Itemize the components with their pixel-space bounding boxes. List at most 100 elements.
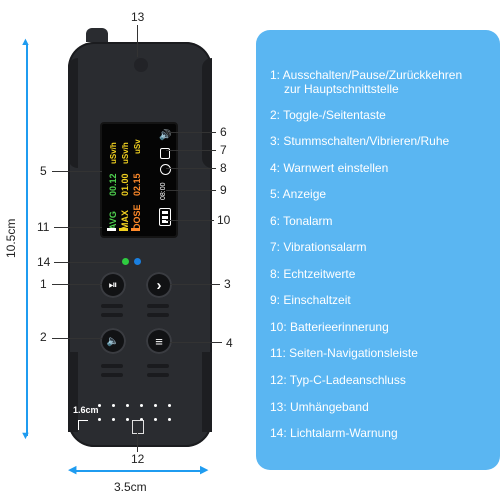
callout-6: 6 (220, 125, 227, 139)
timer-readout: 08:00 (160, 182, 167, 200)
port-dimension-line (78, 420, 88, 421)
nav-segment (107, 228, 116, 231)
height-label: 10.5cm (4, 218, 18, 258)
legend-item-1: 1: Ausschalten/Pause/Zurückkehren (270, 68, 463, 82)
width-dimension-line (76, 470, 204, 472)
speaker-slot (147, 373, 169, 377)
port-dimension-line (78, 420, 79, 430)
callout-11: 11 (37, 220, 50, 234)
leader-line (54, 262, 120, 263)
reading-value: 01.00 (120, 173, 130, 196)
speaker-slot (147, 313, 169, 317)
speaker-slot (147, 304, 169, 308)
speaker-slot (101, 364, 123, 368)
usb-c-port (132, 420, 144, 434)
speaker-slot (101, 304, 123, 308)
nav-segment (119, 228, 128, 231)
legend-item-11: 11: Seiten-Navigationsleiste (270, 346, 418, 360)
bottom-dot-grid (98, 404, 182, 428)
callout-10: 10 (217, 213, 231, 227)
menu-icon: ≡ (155, 333, 163, 349)
leader-line (166, 132, 216, 133)
leader-line (166, 190, 216, 191)
callout-4: 4 (226, 336, 233, 350)
vibration-icon (160, 148, 170, 159)
callout-8: 8 (220, 161, 227, 175)
legend-item-4: 4: Warnwert einstellen (270, 161, 389, 175)
callout-9: 9 (220, 183, 227, 197)
leader-line (52, 284, 102, 285)
device-side-grip (202, 352, 212, 432)
menu-button[interactable]: ≡ (146, 328, 172, 354)
width-label: 3.5cm (114, 480, 147, 494)
speaker-vibrate-icon: 🔈 (106, 335, 120, 347)
led-green (122, 258, 129, 265)
callout-1: 1 (40, 277, 47, 291)
legend-panel: 1: Ausschalten/Pause/Zurückkehren zur Ha… (256, 30, 500, 470)
legend-item-13: 13: Umhängeband (270, 400, 369, 414)
reading-unit: uSv/h (109, 142, 118, 164)
toggle-page-button[interactable]: › (146, 272, 172, 298)
battery-icon (159, 208, 171, 226)
arrow-right-icon: ▶ (200, 464, 209, 476)
arrow-up-icon: ▲ (20, 36, 31, 48)
legend-item-7: 7: Vibrationsalarm (270, 240, 367, 254)
callout-2: 2 (40, 330, 47, 344)
leader-line (137, 25, 138, 57)
leader-line (166, 150, 216, 151)
device-side-grip (68, 58, 78, 168)
dosimeter-device (68, 42, 212, 447)
reading-unit: uSv/h (121, 142, 130, 164)
leader-line (170, 342, 222, 343)
reading-label: MAX (120, 210, 130, 230)
legend-item-9: 9: Einschaltzeit (270, 293, 351, 307)
callout-12: 12 (131, 452, 145, 466)
callout-5: 5 (40, 164, 47, 178)
speaker-icon: 🔊 (159, 130, 172, 141)
led-blue (134, 258, 141, 265)
legend-item-3: 3: Stummschalten/Vibrieren/Ruhe (270, 134, 450, 148)
device-side-grip (68, 352, 78, 432)
realtime-icon (160, 164, 171, 175)
legend-item-8: 8: Echtzeitwerte (270, 267, 356, 281)
power-pause-icon: ⏯ (108, 278, 118, 291)
leader-line (52, 171, 102, 172)
leader-line (137, 432, 138, 452)
callout-3: 3 (224, 277, 231, 291)
leader-line (166, 220, 214, 221)
leader-line (52, 338, 102, 339)
speaker-slot (101, 373, 123, 377)
legend-item-5: 5: Anzeige (270, 187, 327, 201)
reading-label: DOSE (132, 204, 142, 230)
reading-unit: uSv (133, 139, 142, 154)
legend-item-12: 12: Typ-C-Ladeanschluss (270, 373, 406, 387)
power-pause-button[interactable]: ⏯ (100, 272, 126, 298)
device-side-grip (202, 58, 212, 168)
callout-7: 7 (220, 143, 227, 157)
camera-dot (134, 58, 148, 72)
reading-value: 02.15 (132, 173, 142, 196)
nav-segment (131, 228, 140, 231)
status-column: 🔊 08:00 (158, 128, 172, 232)
lanyard-hole (86, 28, 108, 42)
legend-item-10: 10: Batterieerinnerung (270, 320, 389, 334)
height-dimension-line (26, 44, 28, 436)
legend-item-14: 14: Lichtalarm-Warnung (270, 426, 398, 440)
legend-item-2: 2: Toggle-/Seitentaste (270, 108, 386, 122)
arrow-down-icon: ▼ (20, 430, 31, 442)
speaker-slot (147, 364, 169, 368)
legend-item-1-cont: zur Hauptschnittstelle (284, 82, 399, 96)
leader-line (170, 284, 220, 285)
device-display: DOSE 02.15 uSv MAX 01.00 uSv/h AVG 00.12… (100, 122, 178, 238)
legend-item-6: 6: Tonalarm (270, 214, 333, 228)
reading-value: 00.12 (108, 173, 118, 196)
chevron-right-icon: › (156, 276, 162, 294)
callout-14: 14 (37, 255, 51, 269)
leader-line (166, 168, 216, 169)
arrow-left-icon: ◀ (68, 464, 77, 476)
leader-line (54, 227, 102, 228)
mute-vibrate-button[interactable]: 🔈 (100, 328, 126, 354)
port-dimension-label: 1.6cm (73, 405, 99, 415)
callout-13: 13 (131, 10, 145, 24)
speaker-slot (101, 313, 123, 317)
